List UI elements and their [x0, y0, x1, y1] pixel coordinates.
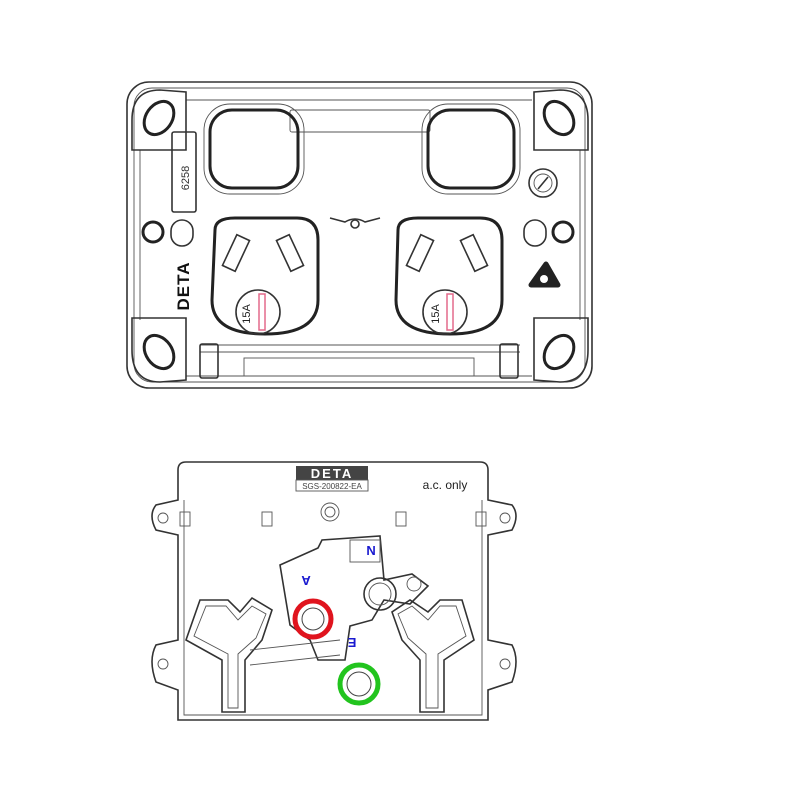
front-brand-logo: DETA	[174, 261, 193, 310]
supply-note: a.c. only	[423, 478, 468, 492]
rear-brand-plate	[296, 466, 368, 480]
corner-screw-bosses	[131, 89, 589, 383]
approval-code: SGS-200822-EA	[302, 482, 362, 491]
pin-clamps	[185, 535, 475, 713]
label-tab: 6258	[171, 131, 197, 213]
active-terminal-ring[interactable]	[292, 598, 334, 640]
earth-terminal-screw	[346, 671, 372, 697]
regulatory-mark-icon	[528, 261, 561, 288]
right-socket-rating: 15A	[430, 304, 442, 324]
switch-left[interactable]	[203, 103, 305, 195]
active-terminal-label: A	[301, 573, 311, 588]
dial-icon	[528, 168, 558, 198]
earth-terminal-ring[interactable]	[337, 662, 381, 706]
earth-terminal-label: E	[347, 635, 356, 650]
socket-right[interactable]: 15A	[394, 216, 504, 336]
earth-pin-slot	[446, 293, 454, 331]
front-view-plate	[126, 81, 593, 389]
active-terminal-screw	[301, 607, 325, 631]
socket-left[interactable]: 15A	[210, 216, 320, 336]
left-socket-rating: 15A	[241, 304, 253, 324]
side-screws	[141, 219, 575, 247]
rear-brand-logo: DETA	[311, 466, 353, 481]
neutral-terminal-label: N	[366, 543, 375, 558]
switch-right[interactable]	[421, 103, 521, 195]
earth-pin-slot	[258, 293, 266, 331]
model-number: 6258	[180, 166, 192, 190]
rear-view-body	[151, 461, 517, 721]
center-clip-icon	[329, 217, 381, 229]
